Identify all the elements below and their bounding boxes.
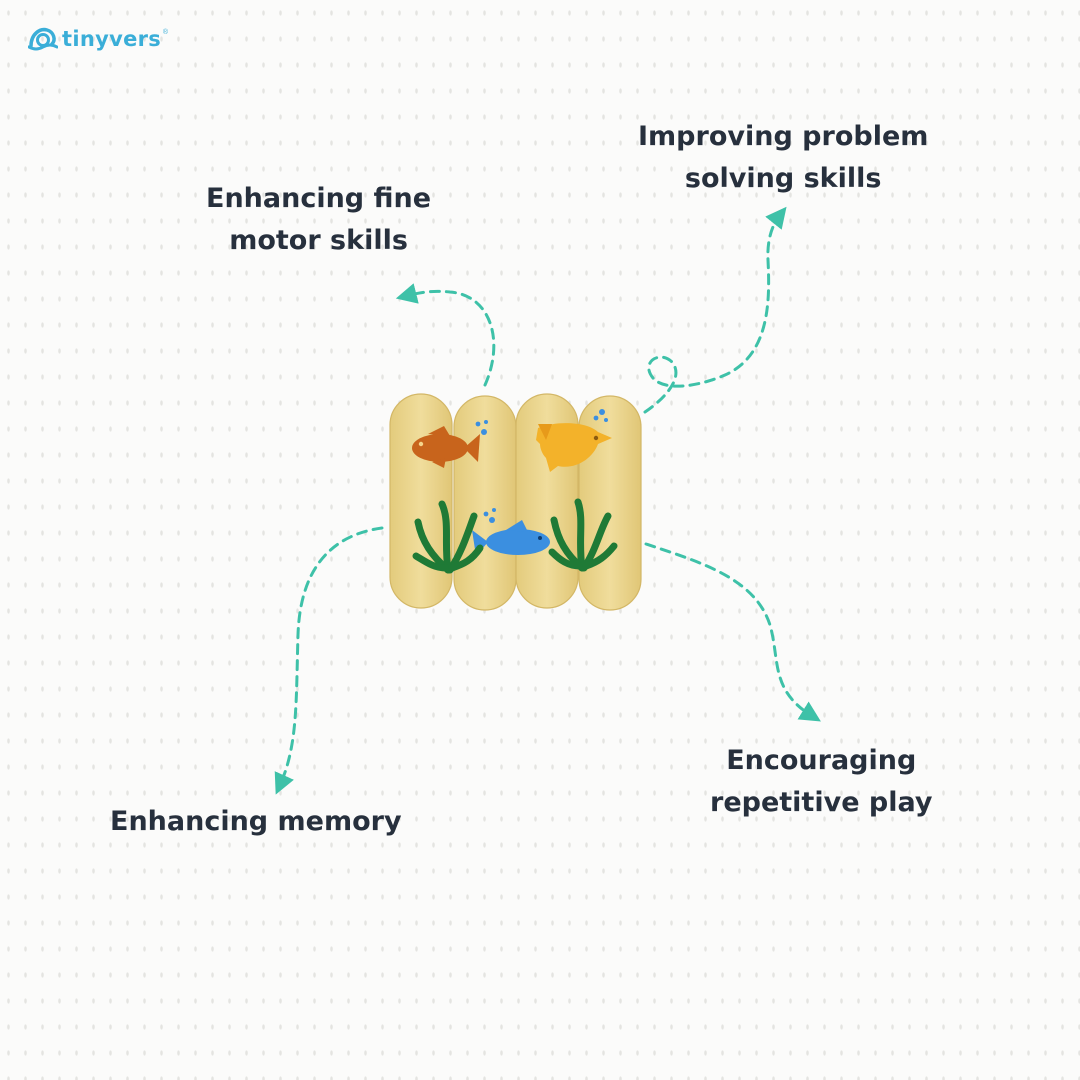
arrow-problem-solving — [643, 206, 787, 414]
benefit-fine-motor-line-1: Enhancing fine — [206, 183, 432, 214]
benefit-repetitive-play-line-2: repetitive play — [710, 787, 933, 818]
benefit-problem-solving: Improving problem solving skills — [638, 116, 928, 200]
orange-fish-icon — [412, 426, 480, 468]
benefit-fine-motor: Enhancing fine motor skills — [206, 178, 431, 262]
seaweed-left-icon — [412, 500, 484, 574]
benefit-repetitive-play-line-1: Encouraging — [726, 745, 917, 776]
blue-fish-icon — [472, 520, 550, 556]
yellow-fish-icon — [536, 423, 612, 472]
brand-name: tinyvers — [62, 27, 162, 51]
wooden-stick-puzzle-image — [389, 393, 642, 611]
bubbles-icon — [475, 409, 608, 523]
benefit-problem-solving-line-1: Improving problem — [638, 121, 929, 152]
brand-logo: tinyvers ® — [28, 26, 168, 52]
benefit-problem-solving-line-2: solving skills — [684, 163, 882, 194]
registered-mark: ® — [162, 29, 169, 36]
arrow-fine-motor — [395, 283, 496, 387]
puzzle-stick-2 — [453, 395, 517, 611]
benefit-fine-motor-line-2: motor skills — [229, 225, 408, 256]
benefit-memory: Enhancing memory — [110, 801, 402, 843]
benefit-repetitive-play: Encouraging repetitive play — [710, 740, 932, 824]
benefit-memory-line-1: Enhancing memory — [110, 806, 402, 837]
seaweed-right-icon — [548, 498, 618, 572]
arrow-memory — [274, 526, 384, 795]
logo-mark-icon — [28, 27, 58, 51]
arrow-repetitive-play — [644, 542, 821, 722]
